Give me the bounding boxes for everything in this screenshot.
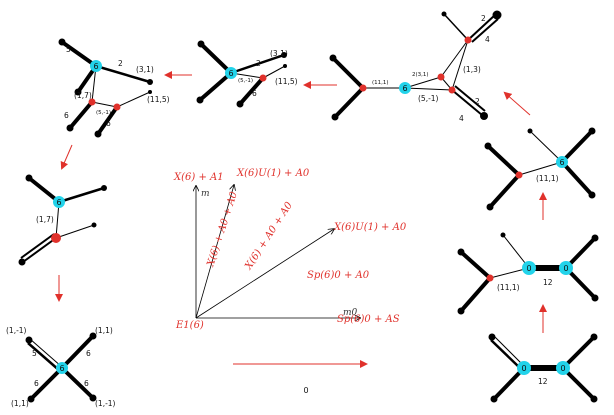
label-text: X(6) + A1 xyxy=(173,172,224,183)
label-text: 0 xyxy=(560,364,565,373)
brane-node-6 xyxy=(556,156,568,168)
label: (3,1) xyxy=(136,65,154,74)
label-text: 6 xyxy=(86,349,91,358)
brane-node-6 xyxy=(56,362,68,374)
brane-node-6 xyxy=(90,60,102,72)
label-text: 6 xyxy=(252,89,257,98)
label-text: (11,1) xyxy=(372,80,389,86)
label-text: (1,-1) xyxy=(6,326,27,335)
web-diagram-top-left: 6 5 2 (3,1) (1,7) (5,-1) (11,5) 6 6 xyxy=(58,38,170,138)
label-text: 2 xyxy=(256,59,261,68)
label: (1,7) xyxy=(74,91,92,100)
label: 2 xyxy=(118,59,123,68)
label-text: (1,1) xyxy=(95,326,113,335)
label-text: 6 xyxy=(56,198,61,207)
web-diagram-right-upper: 6 (11,1) xyxy=(484,127,596,211)
label-text: X(6) + A0 + A0 xyxy=(243,200,296,273)
node-label: 6 xyxy=(93,62,98,71)
web-diagram-top-right: 6 (11,1) 2(3,1) (1,3) (5,-1) 2 4 2 4 xyxy=(329,10,502,123)
label-text: X(6)U(1) + A0 xyxy=(236,168,310,179)
label-text: 2 xyxy=(481,14,486,23)
brane-node-0 xyxy=(556,361,570,375)
seven-brane-node xyxy=(88,98,96,106)
label-text: (3,1) xyxy=(270,49,288,58)
label-text: X(6)U(1) + A0 xyxy=(333,222,407,233)
label-text: (11,1) xyxy=(536,174,559,183)
label-text: (11,1) xyxy=(497,283,520,292)
label-text: 5 xyxy=(32,349,37,358)
label-text: 6 xyxy=(402,84,407,93)
label: 5 xyxy=(66,45,71,54)
label-text: 6 xyxy=(228,69,233,78)
bottom-zero-label: 0 xyxy=(303,386,308,395)
ray xyxy=(195,185,234,319)
brane-node-6 xyxy=(225,67,237,79)
brane-node-0 xyxy=(559,261,573,275)
label-text: Sp(6)0 + AS xyxy=(337,314,400,325)
label: (11,5) xyxy=(147,95,170,104)
label-text: 6 xyxy=(59,364,64,373)
label-text: (1,3) xyxy=(463,65,481,74)
seven-brane-node xyxy=(113,103,121,111)
label-text: (1,1) xyxy=(11,399,29,408)
label-text: (1,-1) xyxy=(95,399,116,408)
label-text: m0 xyxy=(343,308,358,318)
label-text: 6 xyxy=(559,158,564,167)
label-text: 12 xyxy=(543,278,553,287)
label: 6 xyxy=(106,119,111,128)
brane-node-6 xyxy=(53,196,65,208)
label-text: 4 xyxy=(459,114,464,123)
label-text: (1,7) xyxy=(36,215,54,224)
label-text: 4 xyxy=(485,35,490,44)
flow-arrow xyxy=(503,91,531,116)
brane-node-0 xyxy=(522,261,536,275)
label-text: (5,-1) xyxy=(418,94,439,103)
web-diagram-bottom-right: 0 0 12 xyxy=(488,333,598,403)
label-text: 6 xyxy=(34,379,39,388)
web-diagram-right-middle: 0 0 (11,1) 12 xyxy=(457,232,599,315)
label-text: 0 xyxy=(563,264,568,273)
web-diagram-bottom-left: 6 (1,-1) (1,1) (1,1) (1,-1) 5 6 6 6 xyxy=(6,326,116,408)
label-text: 0 xyxy=(521,364,526,373)
label-text: X(6) + A0 + A0 xyxy=(205,190,240,269)
web-diagram-top-middle: 6 (3,1) 2 (5,-1) (11,5) 6 xyxy=(196,40,298,108)
flow-arrow xyxy=(60,144,73,170)
brane-node-6 xyxy=(399,82,411,94)
label-text: m xyxy=(201,189,210,199)
ray xyxy=(195,229,334,319)
web-diagram-left-middle: 6 (1,7) xyxy=(18,174,107,266)
label-text: 2(3,1) xyxy=(412,72,429,78)
label-text: (11,5) xyxy=(275,77,298,86)
label-text: 0 xyxy=(526,264,531,273)
label-text: 2 xyxy=(475,97,480,106)
label-text: Sp(6)0 + A0 xyxy=(307,270,370,281)
label-text: (5,-1) xyxy=(238,78,253,84)
label-text: E1(6) xyxy=(175,320,204,331)
label: 6 xyxy=(64,111,69,120)
moduli-panel: m m0 X(6) + A1 X(6)U(1) + A0 X(6) + A0 +… xyxy=(173,168,407,331)
label-text: 6 xyxy=(84,379,89,388)
label: (5,-1) xyxy=(96,110,111,116)
label-text: 12 xyxy=(538,377,548,386)
brane-node-0 xyxy=(517,361,531,375)
